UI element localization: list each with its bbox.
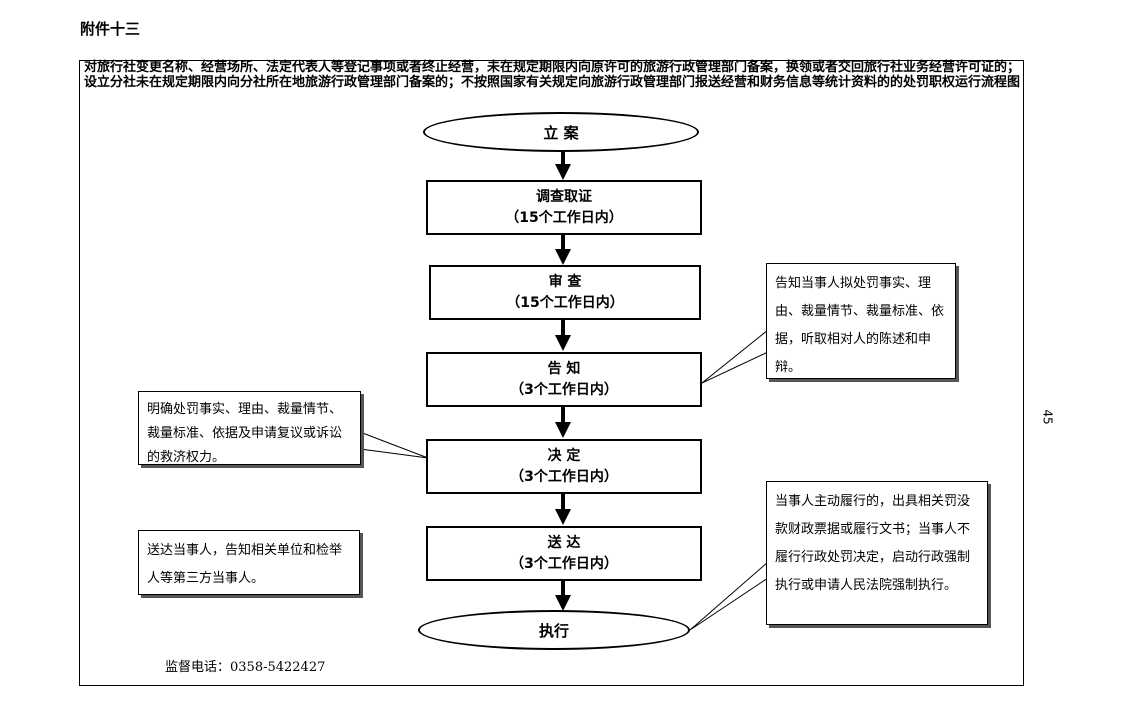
note-execute: 当事人主动履行的，出具相关罚没款财政票据或履行文书；当事人不履行行政处罚决定，启… (766, 481, 988, 625)
step-duration: （3个工作日内） (510, 381, 618, 398)
note-decide: 明确处罚事实、理由、裁量情节、裁量标准、依据及申请复议或诉讼的救济权力。 (138, 391, 361, 465)
step-box-deliver: 送 达 （3个工作日内） (426, 526, 702, 581)
step-label: 调查取证 (536, 188, 592, 205)
callout-tail-decide (359, 431, 429, 459)
step-box-review: 审 查 （15个工作日内） (429, 265, 701, 320)
step-label: 立 案 (543, 123, 579, 142)
supervision-phone: 监督电话：0358-5422427 (165, 660, 326, 675)
step-box-investigate: 调查取证 （15个工作日内） (426, 180, 702, 235)
step-duration: （15个工作日内） (506, 294, 624, 311)
step-duration: （3个工作日内） (510, 468, 618, 485)
step-label: 审 查 (548, 273, 582, 290)
step-box-inform: 告 知 （3个工作日内） (426, 352, 702, 407)
step-duration: （3个工作日内） (510, 555, 618, 572)
callout-tail-inform (701, 328, 769, 384)
step-label: 送 达 (547, 534, 581, 551)
diagram-frame (79, 60, 1024, 686)
note-inform: 告知当事人拟处罚事实、理由、裁量情节、裁量标准、依据，听取相对人的陈述和申辩。 (766, 263, 956, 379)
step-label: 决 定 (547, 447, 581, 464)
diagram-title: 对旅行社变更名称、经营场所、法定代表人等登记事项或者终止经营，未在规定期限内向原… (83, 60, 1020, 90)
step-box-decide: 决 定 （3个工作日内） (426, 439, 702, 494)
step-label: 执行 (538, 621, 569, 640)
step-label: 告 知 (547, 360, 581, 377)
page-number: 45 (1040, 409, 1055, 425)
step-duration: （15个工作日内） (505, 209, 623, 226)
step-oval-execute: 执行 (418, 610, 690, 650)
note-deliver: 送达当事人，告知相关单位和检举人等第三方当事人。 (138, 530, 360, 595)
header-label: 附件十三 (80, 20, 141, 38)
step-oval-start: 立 案 (423, 112, 699, 152)
